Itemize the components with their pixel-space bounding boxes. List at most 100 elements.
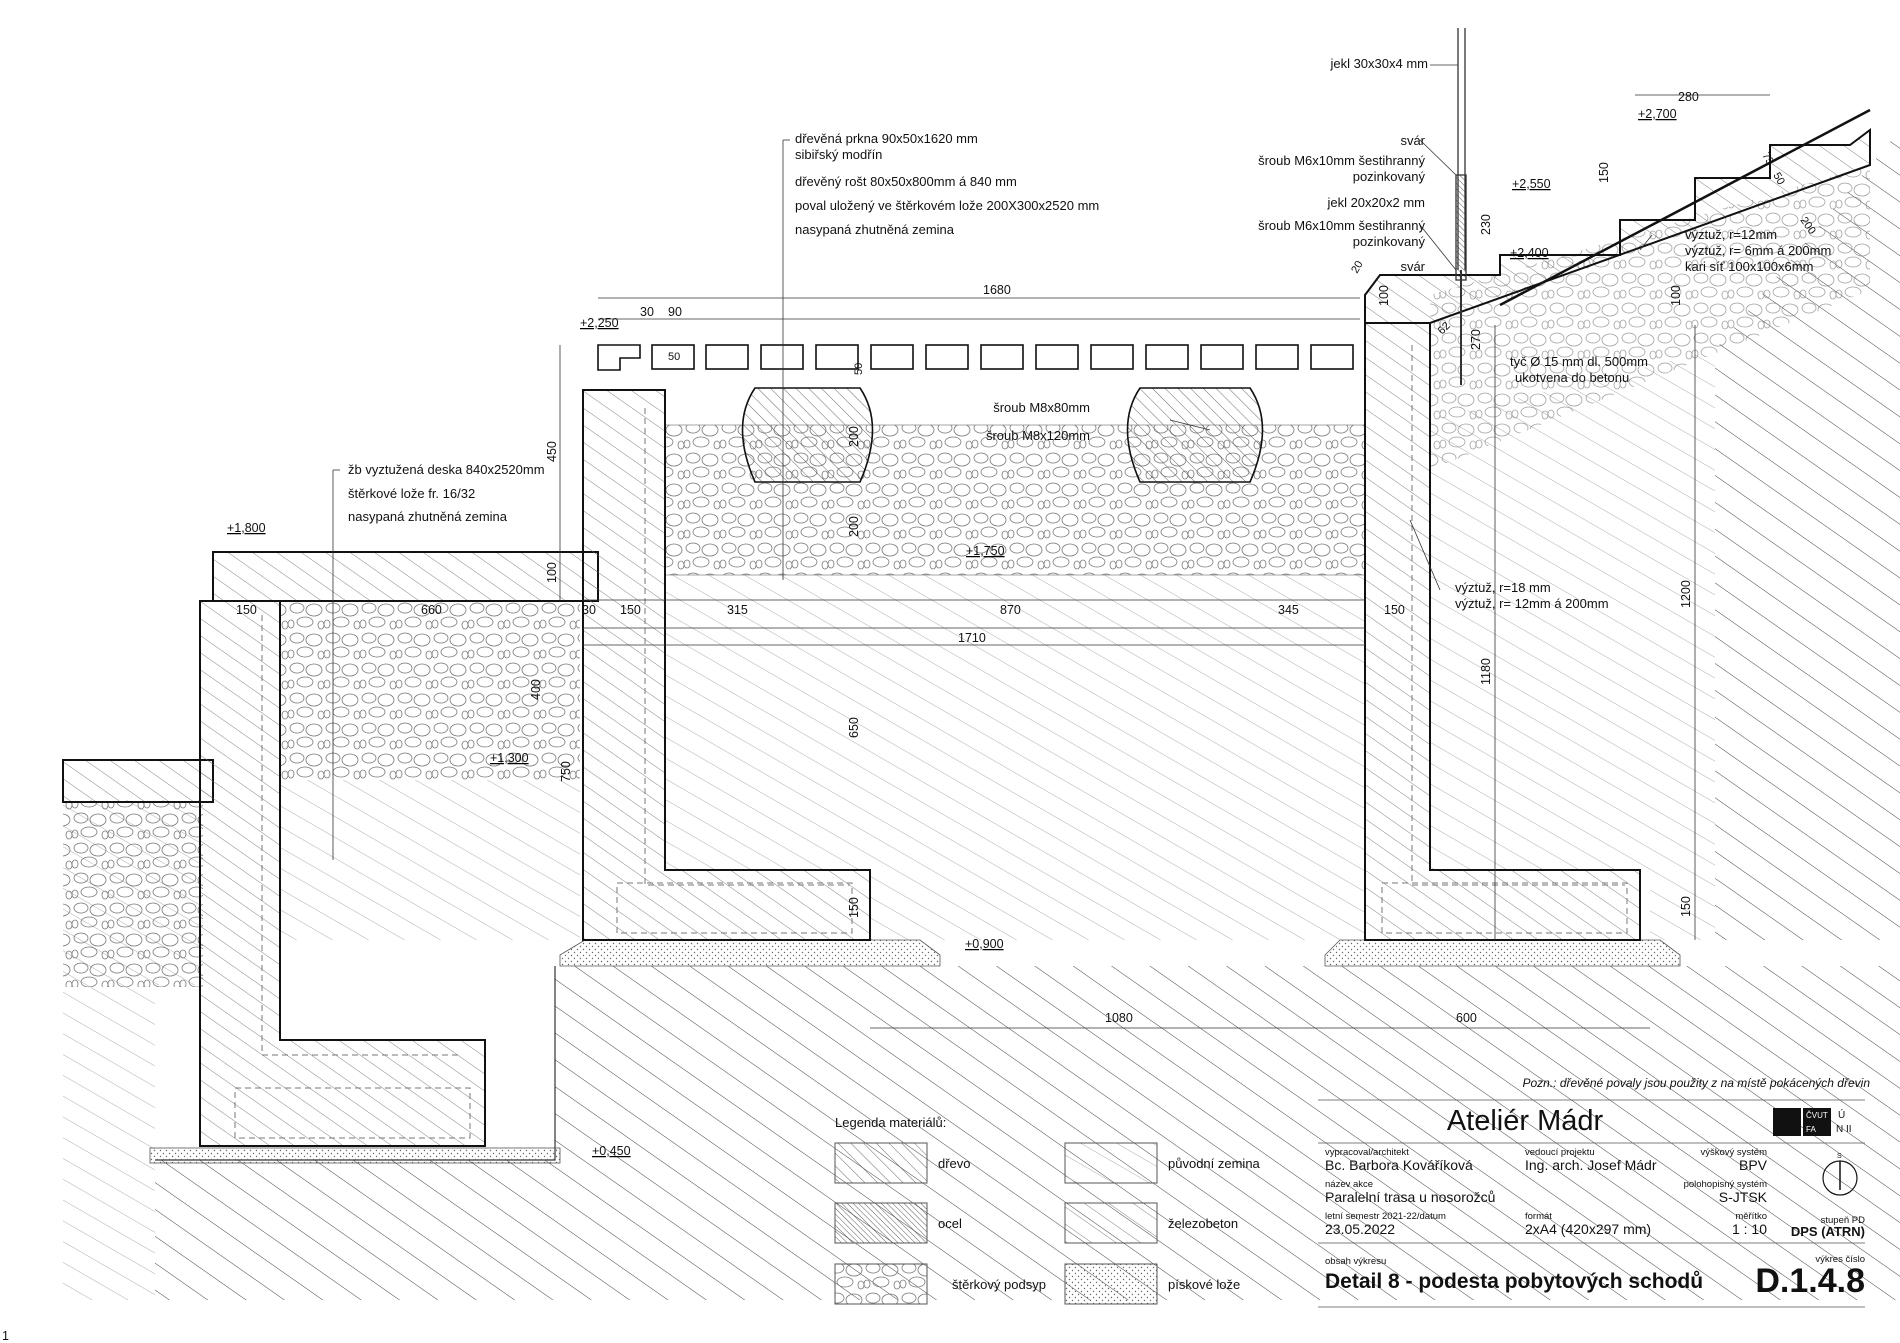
label-jekl-30: jekl 30x30x4 mm: [1329, 56, 1428, 71]
label-weld-2: svár: [1400, 259, 1425, 274]
drawing-note: Pozn.: dřevěné povaly jsou použity z na …: [1522, 1076, 1870, 1090]
dim-870: 870: [1000, 603, 1021, 617]
legend-label-steel: ocel: [938, 1216, 962, 1231]
lead-name: Ing. arch. Josef Mádr: [1525, 1157, 1657, 1173]
content-caption: obsah výkresu: [1325, 1256, 1386, 1267]
wooden-logs: [741, 387, 1264, 483]
label-rebar-6: výztuž, r= 6mm á 200mm: [1685, 243, 1831, 258]
height-system: BPV: [1739, 1157, 1768, 1173]
drawing-title: Detail 8 - podesta pobytových schodů: [1325, 1270, 1703, 1293]
date: 23.05.2022: [1325, 1221, 1395, 1237]
label-deck-planks: dřevěná prkna 90x50x1620 mm: [795, 131, 978, 146]
logo-fa: FA: [1806, 1125, 1816, 1134]
dim-150-e: 150: [1679, 896, 1693, 917]
legend-swatch-steel: [834, 1202, 928, 1244]
leader-lines: [332, 64, 1653, 860]
logo-n-ii: N II: [1836, 1124, 1852, 1135]
dim-600: 600: [1456, 1011, 1477, 1025]
material-annotations: dřevěná prkna 90x50x1620 mm sibiřský mod…: [348, 56, 1870, 1090]
format: 2xA4 (420x297 mm): [1525, 1221, 1651, 1237]
label-rebar-12b: výztuž, r= 12mm á 200mm: [1455, 596, 1609, 611]
dim-200-a: 200: [847, 426, 861, 447]
wooden-deck-planks: [597, 344, 1354, 371]
dim-200-b: 200: [847, 516, 861, 537]
label-weld-1: svár: [1400, 133, 1425, 148]
level-1800: +1,800: [227, 521, 266, 535]
level-2550: +2,550: [1512, 177, 1551, 191]
dim-100-b: 100: [1669, 285, 1683, 306]
format-caption: formát: [1525, 1211, 1552, 1222]
dim-150-a: 150: [236, 603, 257, 617]
legend-label-soil: původní zemina: [1168, 1156, 1261, 1171]
scale: 1 : 10: [1732, 1221, 1767, 1237]
height-system-caption: výškový systém: [1700, 1147, 1767, 1158]
drawing-number-caption: výkres číslo: [1815, 1254, 1865, 1265]
label-fill: nasypaná zhutněná zemina: [795, 222, 955, 237]
action-caption: název akce: [1325, 1179, 1373, 1190]
legend-label-sand: pískové lože: [1168, 1277, 1240, 1292]
level-0450: +0,450: [592, 1144, 631, 1158]
logo-u: Ú: [1838, 1108, 1845, 1121]
label-mesh: kari síť 100x100x6mm: [1685, 259, 1813, 274]
dim-150-f: 150: [1597, 162, 1611, 183]
dim-50-plank: 50: [668, 351, 680, 363]
action-name: Paralelní trasa u nosorožců: [1325, 1189, 1495, 1205]
dim-750: 750: [559, 761, 573, 782]
label-gravel: štěrkové lože fr. 16/32: [348, 486, 475, 501]
legend-swatch-concrete: [1064, 1202, 1158, 1244]
dim-75: 75: [1759, 151, 1776, 168]
dim-400: 400: [529, 679, 543, 700]
label-rod-2: ukotvena do betonu: [1515, 370, 1629, 385]
level-2400: +2,400: [1510, 246, 1549, 260]
label-rod: tyč Ø 15 mm dl. 500mm: [1510, 354, 1648, 369]
legend-label-gravel: štěrkový podsyp: [952, 1277, 1046, 1292]
legend-label-wood: dřevo: [938, 1156, 971, 1171]
level-2700: +2,700: [1638, 107, 1677, 121]
dim-1200: 1200: [1679, 580, 1693, 608]
stage-caption: stupeň PD: [1821, 1215, 1865, 1226]
legend-swatch-gravel: [834, 1263, 928, 1305]
dim-450: 450: [545, 441, 559, 462]
stair-handrail-steel: [1499, 108, 1871, 307]
dim-660: 660: [421, 603, 442, 617]
steel-railing: [1455, 28, 1467, 385]
faculty-logo: ČVUT FA Ú N II: [1773, 1108, 1852, 1136]
concrete-elements: [62, 128, 1871, 1147]
title-block: Ateliér Mádr ČVUT FA Ú N II vypracoval/a…: [1318, 1099, 1865, 1308]
dim-100-c: 100: [1377, 285, 1391, 306]
dimension-values: 1680 30 90 50 50 450 100 200 200 150 660…: [2, 90, 1818, 1343]
north-label: S: [1837, 1153, 1842, 1160]
label-bolt-2: šroub M6x10mm šestihranný: [1258, 218, 1425, 233]
logo-cvut: ČVUT: [1806, 1111, 1828, 1120]
compacted-fill: [280, 165, 1870, 940]
legend-label-concrete: železobeton: [1168, 1216, 1238, 1231]
dim-270: 270: [1469, 329, 1483, 350]
label-rebar-12: výztuž, r=12mm: [1685, 227, 1777, 242]
dim-50-grid: 50: [853, 363, 865, 375]
position-system: S-JTSK: [1719, 1189, 1768, 1205]
label-bolt-2b: pozinkovaný: [1353, 234, 1426, 249]
level-1750: +1,750: [966, 544, 1005, 558]
level-2250: +2,250: [580, 316, 619, 330]
author-caption: vypracoval/architekt: [1325, 1147, 1409, 1158]
dim-280: 280: [1678, 90, 1699, 104]
label-screw-80: šroub M8x80mm: [993, 400, 1090, 415]
label-screw-120: šroub M8x120mm: [986, 428, 1090, 443]
dim-150-b: 150: [620, 603, 641, 617]
label-larch: sibiřský modřín: [795, 147, 882, 162]
dim-1710: 1710: [958, 631, 986, 645]
label-grid: dřevěný rošt 80x50x800mm á 840 mm: [795, 174, 1017, 189]
legend-swatch-soil: [1064, 1142, 1158, 1184]
dim-30-b: 30: [582, 603, 596, 617]
label-log: poval uložený ve štěrkovém lože 200X300x…: [795, 198, 1099, 213]
label-bolt-1b: pozinkovaný: [1353, 169, 1426, 184]
label-slab: žb vyztužená deska 840x2520mm: [348, 462, 545, 477]
stage: DPS (ATRN): [1791, 1224, 1865, 1239]
dim-30: 30: [640, 305, 654, 319]
level-0900: +0,900: [965, 937, 1004, 951]
label-fill-2: nasypaná zhutněná zemina: [348, 509, 508, 524]
page-number: 1: [2, 1329, 9, 1343]
dim-1080: 1080: [1105, 1011, 1133, 1025]
north-arrow-icon: S: [1822, 1153, 1858, 1196]
